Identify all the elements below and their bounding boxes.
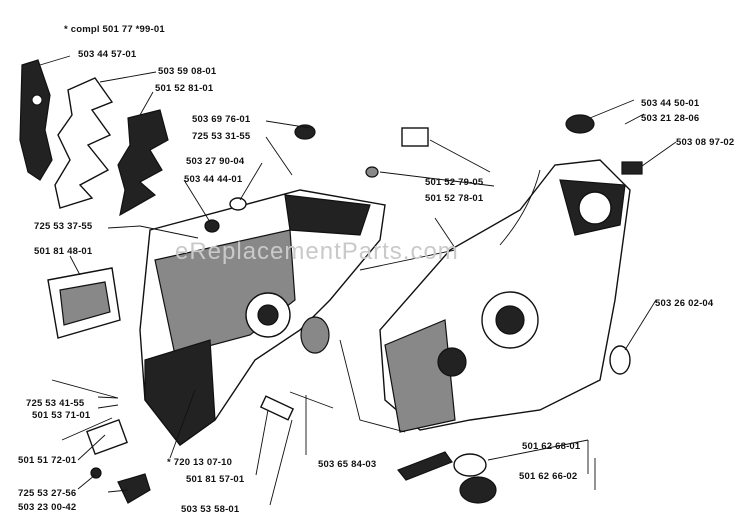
part-label: 501 81 57-01 — [186, 474, 245, 485]
part-label: 501 53 71-01 — [32, 410, 91, 421]
part-label: 501 51 72-01 — [18, 455, 77, 466]
fuel-cap-ring — [453, 453, 487, 477]
crankcase-left-half — [139, 189, 386, 446]
rubber-buffer-top — [294, 124, 316, 140]
screw-lower-1 — [51, 379, 119, 399]
part-label: 503 08 97-02 — [676, 137, 735, 148]
part-label: 503 53 58-01 — [181, 504, 240, 515]
nut-small — [90, 467, 102, 479]
part-label: 501 52 78-01 — [425, 193, 484, 204]
part-label: 503 59 08-01 — [158, 66, 217, 77]
part-label: 725 53 37-55 — [34, 221, 93, 232]
pin-block — [259, 395, 295, 421]
note-complete-set: * compl 501 77 *99-01 — [64, 24, 165, 35]
switch-block — [401, 127, 429, 147]
screw-lower-2 — [61, 417, 113, 441]
part-label: 503 26 02-04 — [655, 298, 714, 309]
part-label: 503 27 90-04 — [186, 156, 245, 167]
watermark: eReplacementParts.com — [175, 238, 459, 265]
fuel-cap — [459, 476, 497, 504]
crankcase-right-half — [339, 159, 631, 433]
part-label: 503 44 50-01 — [641, 98, 700, 109]
mount-bracket — [117, 473, 151, 504]
part-label: 503 44 44-01 — [184, 174, 243, 185]
part-label: 501 81 48-01 — [34, 246, 93, 257]
small-bushing — [365, 166, 379, 178]
chain-guard-plate-small — [19, 59, 53, 181]
part-label: 503 23 00-42 — [18, 502, 77, 513]
seal-ring — [609, 345, 631, 375]
bumper-spike-front — [54, 77, 114, 209]
part-label: 725 53 41-55 — [26, 398, 85, 409]
part-label: * 720 13 07-10 — [167, 457, 233, 468]
spacer-block — [86, 419, 128, 455]
tank-cap — [565, 114, 595, 134]
bar-bolt — [289, 391, 334, 409]
plug-grommet — [204, 219, 220, 233]
bumper-spike-rear — [117, 109, 169, 217]
part-label: 501 52 81-01 — [155, 83, 214, 94]
leader-lines — [39, 55, 677, 506]
part-label: 725 53 27-56 — [18, 488, 77, 499]
part-label: 725 53 31-55 — [192, 131, 251, 142]
part-label: 501 62 66-02 — [519, 471, 578, 482]
part-label: 503 65 84-03 — [318, 459, 377, 470]
fuel-line — [434, 169, 541, 249]
fuel-cap-strap — [397, 451, 453, 481]
part-label: 501 52 79-05 — [425, 177, 484, 188]
part-label: 503 44 57-01 — [78, 49, 137, 60]
bracket-right — [621, 161, 643, 175]
part-label: 503 21 28-06 — [641, 113, 700, 124]
side-cover-plate — [47, 267, 121, 339]
part-label: 501 62 68-01 — [522, 441, 581, 452]
part-label: 503 69 76-01 — [192, 114, 251, 125]
rubber-buffer-mid — [229, 197, 247, 211]
screw-long — [139, 225, 199, 239]
